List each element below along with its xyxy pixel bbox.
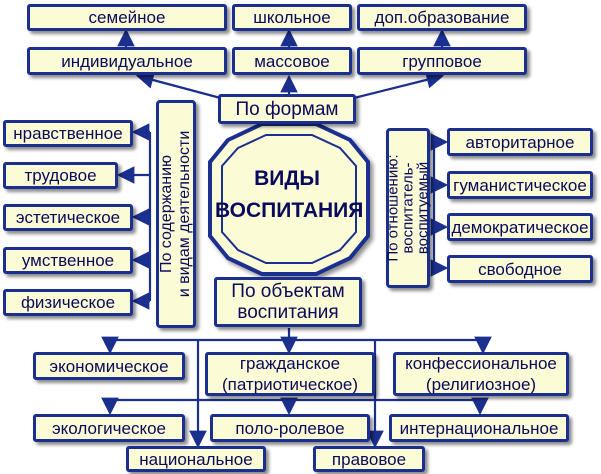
content-mental: умственное bbox=[3, 247, 133, 274]
form-group: групповое bbox=[357, 47, 527, 75]
by-object-header: По объектам воспитания bbox=[214, 277, 362, 327]
object-economic: экономическое bbox=[33, 352, 185, 380]
relation-democratic: демократическое bbox=[447, 213, 593, 241]
object-ecological: экологическое bbox=[33, 414, 185, 442]
center-title-line1: ВИДЫ bbox=[254, 167, 320, 190]
center-title-line2: ВОСПИТАНИЯ bbox=[215, 199, 364, 222]
by-form-header: По формам bbox=[218, 94, 356, 124]
object-confessional-line1: конфессиональное bbox=[405, 354, 557, 373]
relation-authoritarian: авторитарное bbox=[447, 128, 593, 156]
object-national: национальное bbox=[126, 446, 266, 472]
content-physical: физическое bbox=[3, 289, 133, 316]
object-international: интернациональное bbox=[389, 414, 569, 442]
content-aesthetic: эстетическое bbox=[3, 204, 133, 231]
object-civic: гражданское (патриотическое) bbox=[205, 352, 375, 396]
object-confessional-line2: (религиозное) bbox=[425, 375, 537, 394]
object-confessional: конфессиональное (религиозное) bbox=[393, 352, 569, 396]
form-extra-education: доп.образование bbox=[357, 4, 527, 31]
content-moral: нравственное bbox=[3, 120, 133, 147]
object-civic-line2: (патриотическое) bbox=[221, 375, 359, 394]
object-legal: правовое bbox=[313, 446, 425, 472]
relation-humanistic: гуманистическое bbox=[447, 171, 593, 199]
form-individual: индивидуальное bbox=[27, 47, 227, 75]
by-relation-header-line3: воспитуемый bbox=[414, 161, 432, 255]
by-content-header: По содержанию и видам деятельности bbox=[156, 100, 196, 328]
relation-free: свободное bbox=[447, 255, 593, 283]
by-object-header-line1: По объектам bbox=[231, 281, 345, 302]
by-object-header-line2: воспитания bbox=[237, 302, 339, 323]
by-relation-header-line1: По отношению: bbox=[384, 154, 402, 262]
form-family: семейное bbox=[27, 4, 227, 31]
content-labor: трудовое bbox=[3, 162, 118, 189]
by-relation-header: По отношению: воспитатель- воспитуемый bbox=[384, 128, 432, 288]
form-school: школьное bbox=[232, 4, 352, 31]
form-mass: массовое bbox=[232, 47, 352, 75]
by-relation-header-line2: воспитатель- bbox=[399, 162, 417, 254]
by-content-header-line2: и видам деятельности bbox=[176, 130, 193, 298]
object-civic-line1: гражданское bbox=[239, 354, 341, 373]
object-gender-role: поло-ролевое bbox=[210, 414, 370, 442]
by-content-header-line1: По содержанию bbox=[158, 154, 175, 274]
center-shape bbox=[208, 122, 370, 276]
